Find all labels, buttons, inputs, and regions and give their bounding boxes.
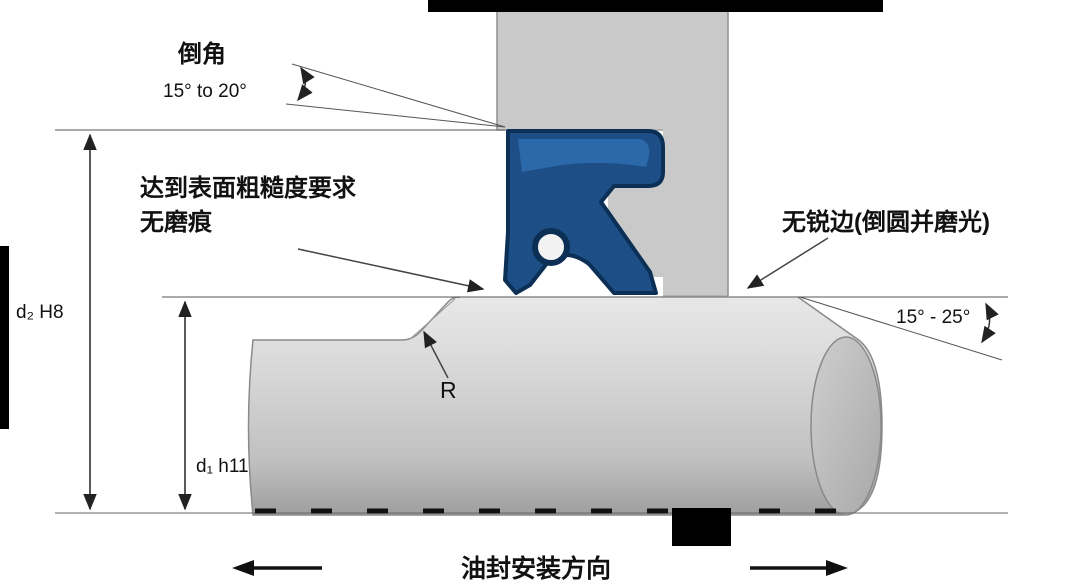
- d1-dimension: [162, 296, 460, 511]
- surface-roughness-leader: [297, 248, 485, 293]
- chamfer-lower-line: [285, 103, 506, 128]
- housing-top-slab: [497, 10, 728, 131]
- black-bars: [0, 0, 883, 546]
- black-bar-top: [428, 0, 883, 12]
- fillet-radius-leader: [423, 330, 449, 379]
- chamfer-angle-label: 15° to 20°: [163, 81, 247, 102]
- housing-chamfer-callout: [285, 63, 506, 128]
- install-direction-label: 油封安装方向: [461, 554, 611, 583]
- d2-dimension: [55, 129, 505, 511]
- chamfer-upper-line: [291, 63, 506, 128]
- shaft-body: [247, 296, 883, 516]
- black-bar-left: [0, 246, 9, 429]
- install-arrow-left-head: [232, 560, 254, 576]
- black-bar-bottom: [672, 508, 731, 546]
- housing-block: [496, 10, 729, 297]
- install-arrow-right-head: [826, 560, 848, 576]
- chamfer-angle-arc: [297, 66, 315, 102]
- surface-requirement-line1: 达到表面粗糙度要求: [140, 174, 356, 202]
- bore-diameter-label: d₂ H8: [16, 302, 64, 323]
- garter-spring: [532, 228, 570, 266]
- install-direction-arrows: [232, 560, 848, 576]
- no-sharp-edges-leader: [746, 237, 829, 289]
- shaft-end-angle-arc: [981, 302, 999, 344]
- shaft-end-angled-line: [799, 296, 1003, 361]
- shaft-end-chamfer-angle-label: 15° - 25°: [896, 307, 970, 328]
- oil-seal-cross-section: [503, 129, 665, 295]
- shaft: [55, 296, 1008, 516]
- shaft-diameter-label: d₁ h11: [196, 456, 249, 477]
- surface-requirement-line2: 无磨痕: [140, 208, 213, 236]
- seal-highlight: [518, 139, 650, 172]
- fillet-radius-label: R: [440, 377, 457, 403]
- shaft-end-face: [810, 336, 882, 516]
- no-sharp-edges-label: 无锐边(倒圆并磨光): [782, 208, 990, 236]
- shaft-end-chamfer-callout: [798, 296, 1008, 361]
- shaft-chamfer-edge: [409, 298, 456, 340]
- housing-right-column: [663, 130, 728, 297]
- chamfer-label: 倒角: [177, 40, 226, 68]
